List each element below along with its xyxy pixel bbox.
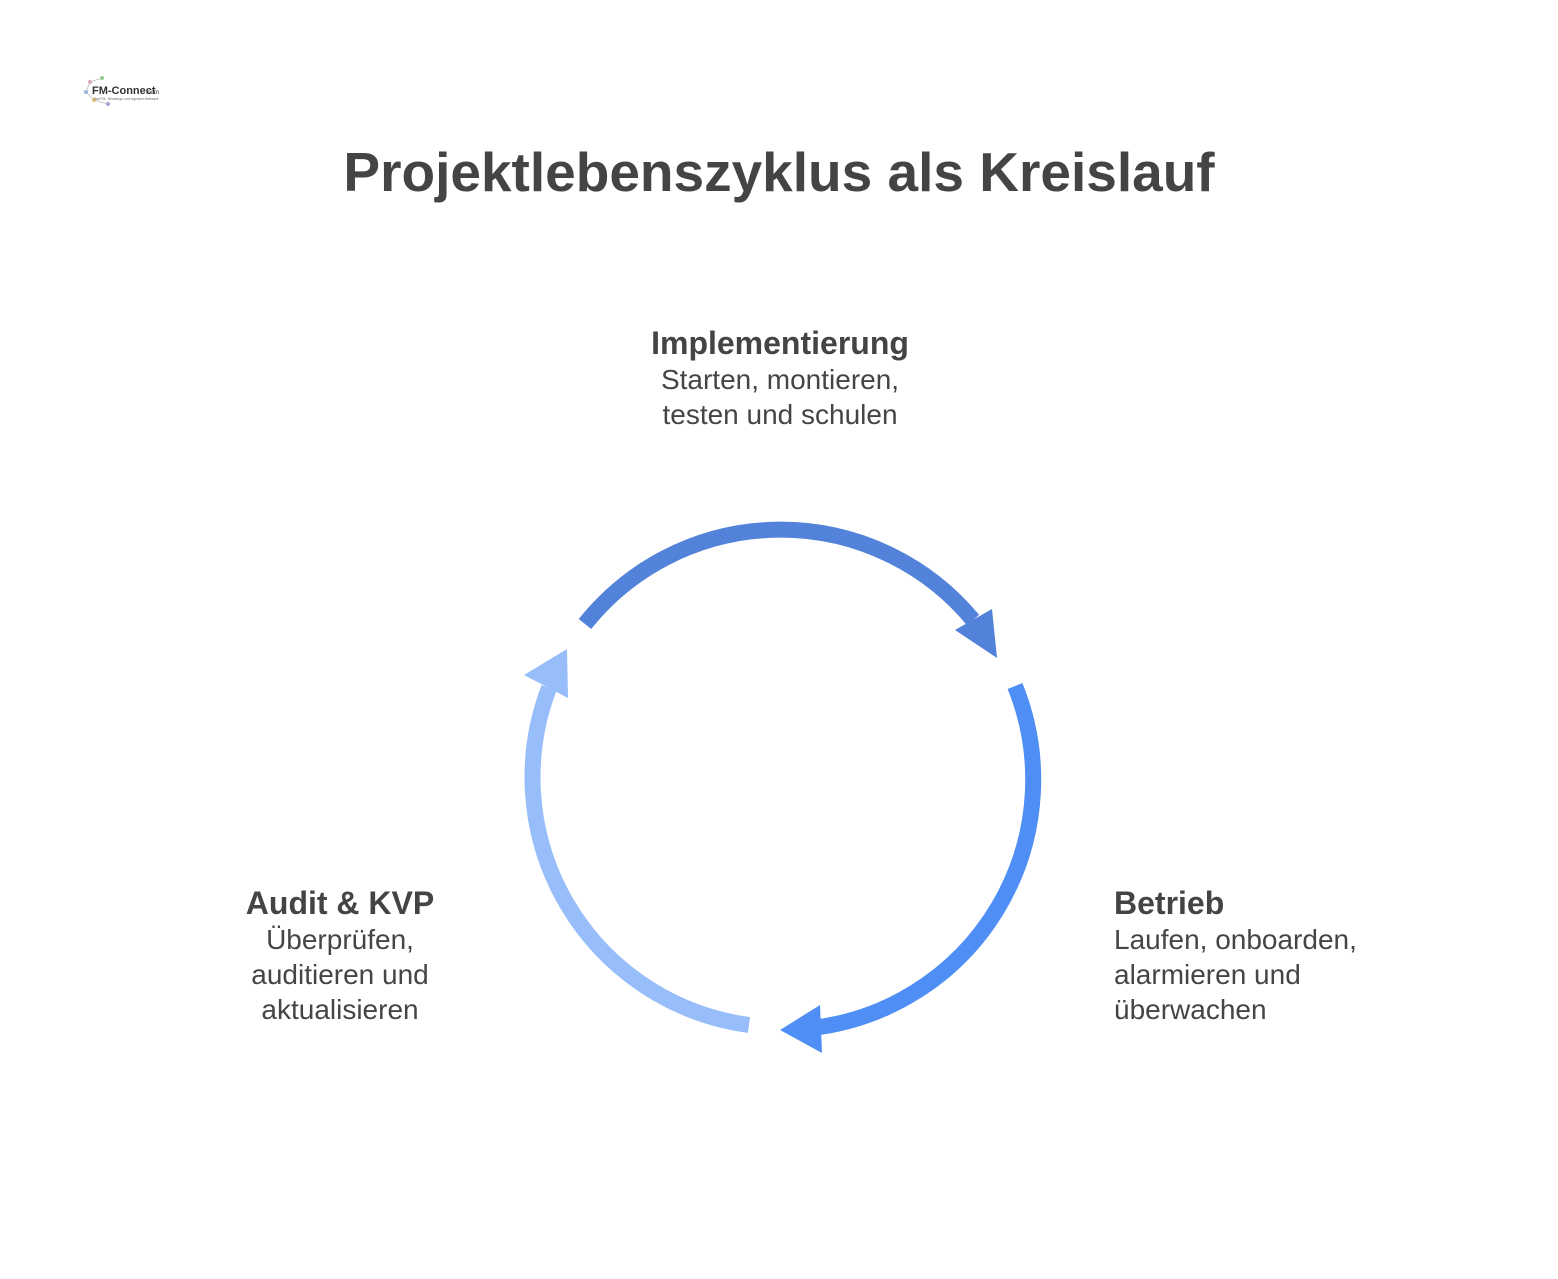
cycle-diagram <box>524 521 1042 1053</box>
arrowhead-audit <box>524 649 568 698</box>
arrowhead-implementierung <box>955 609 997 658</box>
logo-graphic: FM-Connect .com Das FM-, Beratungs- und … <box>84 76 159 106</box>
desc-line: Laufen, onboarden, <box>1114 924 1357 955</box>
stage-implementierung: Implementierung Starten, montieren, test… <box>600 324 960 432</box>
desc-line: auditieren und <box>251 959 429 990</box>
page-title: Projektlebenszyklus als Kreislauf <box>343 141 1215 203</box>
svg-text:Das FM-, Beratungs- und Ingeni: Das FM-, Beratungs- und Ingenieur-Netzwe… <box>94 97 159 101</box>
stage-desc-betrieb: Laufen, onboarden, alarmieren und überwa… <box>1114 922 1357 1027</box>
arrowhead-betrieb <box>780 1005 822 1053</box>
arrow-betrieb-to-audit <box>811 683 1042 1036</box>
stage-title-audit: Audit & KVP <box>245 885 435 921</box>
svg-text:FM-Connect: FM-Connect <box>92 85 156 97</box>
desc-line: Überprüfen, <box>266 924 414 955</box>
arrow-implementierung-to-betrieb <box>578 521 980 629</box>
desc-line: testen und schulen <box>662 399 898 430</box>
arrow-audit-to-implementierung <box>524 685 751 1033</box>
stage-desc-audit: Überprüfen, auditieren und aktualisieren <box>190 922 490 1027</box>
desc-line: überwachen <box>1114 994 1267 1025</box>
svg-text:.com: .com <box>146 90 159 96</box>
desc-line: alarmieren und <box>1114 959 1301 990</box>
desc-line: Starten, montieren, <box>660 364 900 395</box>
stage-betrieb: Betrieb Laufen, onboarden, alarmieren un… <box>1114 884 1357 1027</box>
stage-title-betrieb: Betrieb <box>1114 885 1225 921</box>
stage-audit-kvp: Audit & KVP Überprüfen, auditieren und a… <box>190 884 490 1027</box>
fm-connect-logo: FM-Connect .com Das FM-, Beratungs- und … <box>80 70 166 112</box>
stage-title-implementierung: Implementierung <box>651 325 909 361</box>
stage-desc-implementierung: Starten, montieren, testen und schulen <box>600 362 960 432</box>
desc-line: aktualisieren <box>261 994 419 1025</box>
